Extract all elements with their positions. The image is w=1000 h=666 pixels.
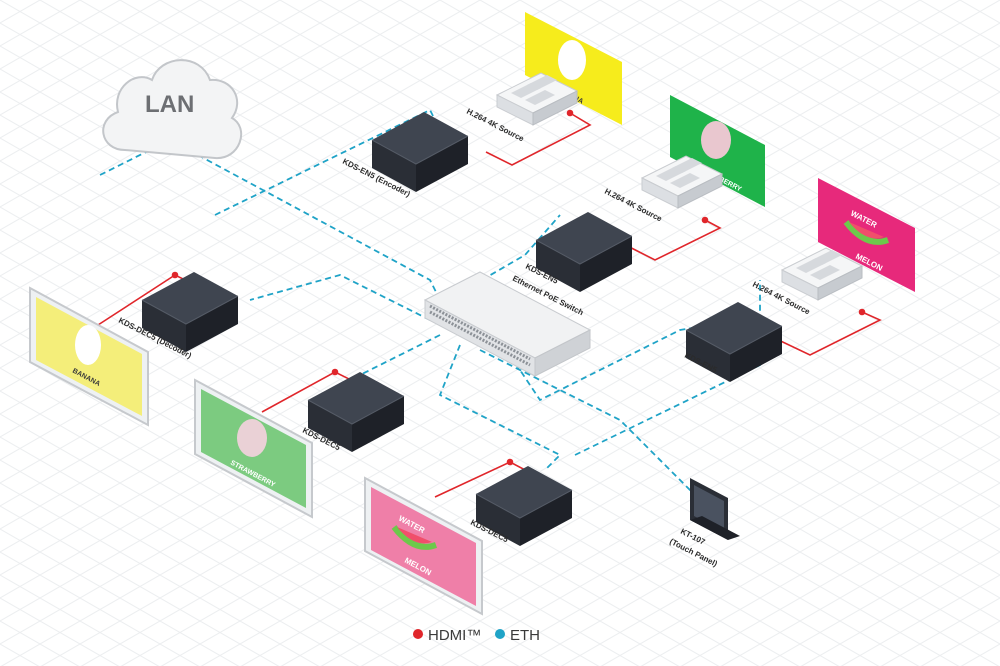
- output-display-strawberry: STRAWBERRY: [194, 378, 313, 519]
- legend-hdmi-label: HDMI™: [428, 627, 481, 644]
- ethernet-poe-switch: [423, 271, 592, 377]
- legend-eth-dot: [495, 629, 505, 639]
- output-display-watermelon: WATER MELON: [364, 476, 483, 616]
- lan-cloud: LAN: [102, 59, 243, 160]
- lan-label: LAN: [145, 91, 194, 118]
- output-display-banana: BANANA: [29, 286, 149, 427]
- touch-panel: [690, 478, 740, 540]
- legend-hdmi-dot: [413, 629, 423, 639]
- legend: HDMI™ ETH: [413, 627, 540, 644]
- legend-eth-label: ETH: [510, 627, 540, 644]
